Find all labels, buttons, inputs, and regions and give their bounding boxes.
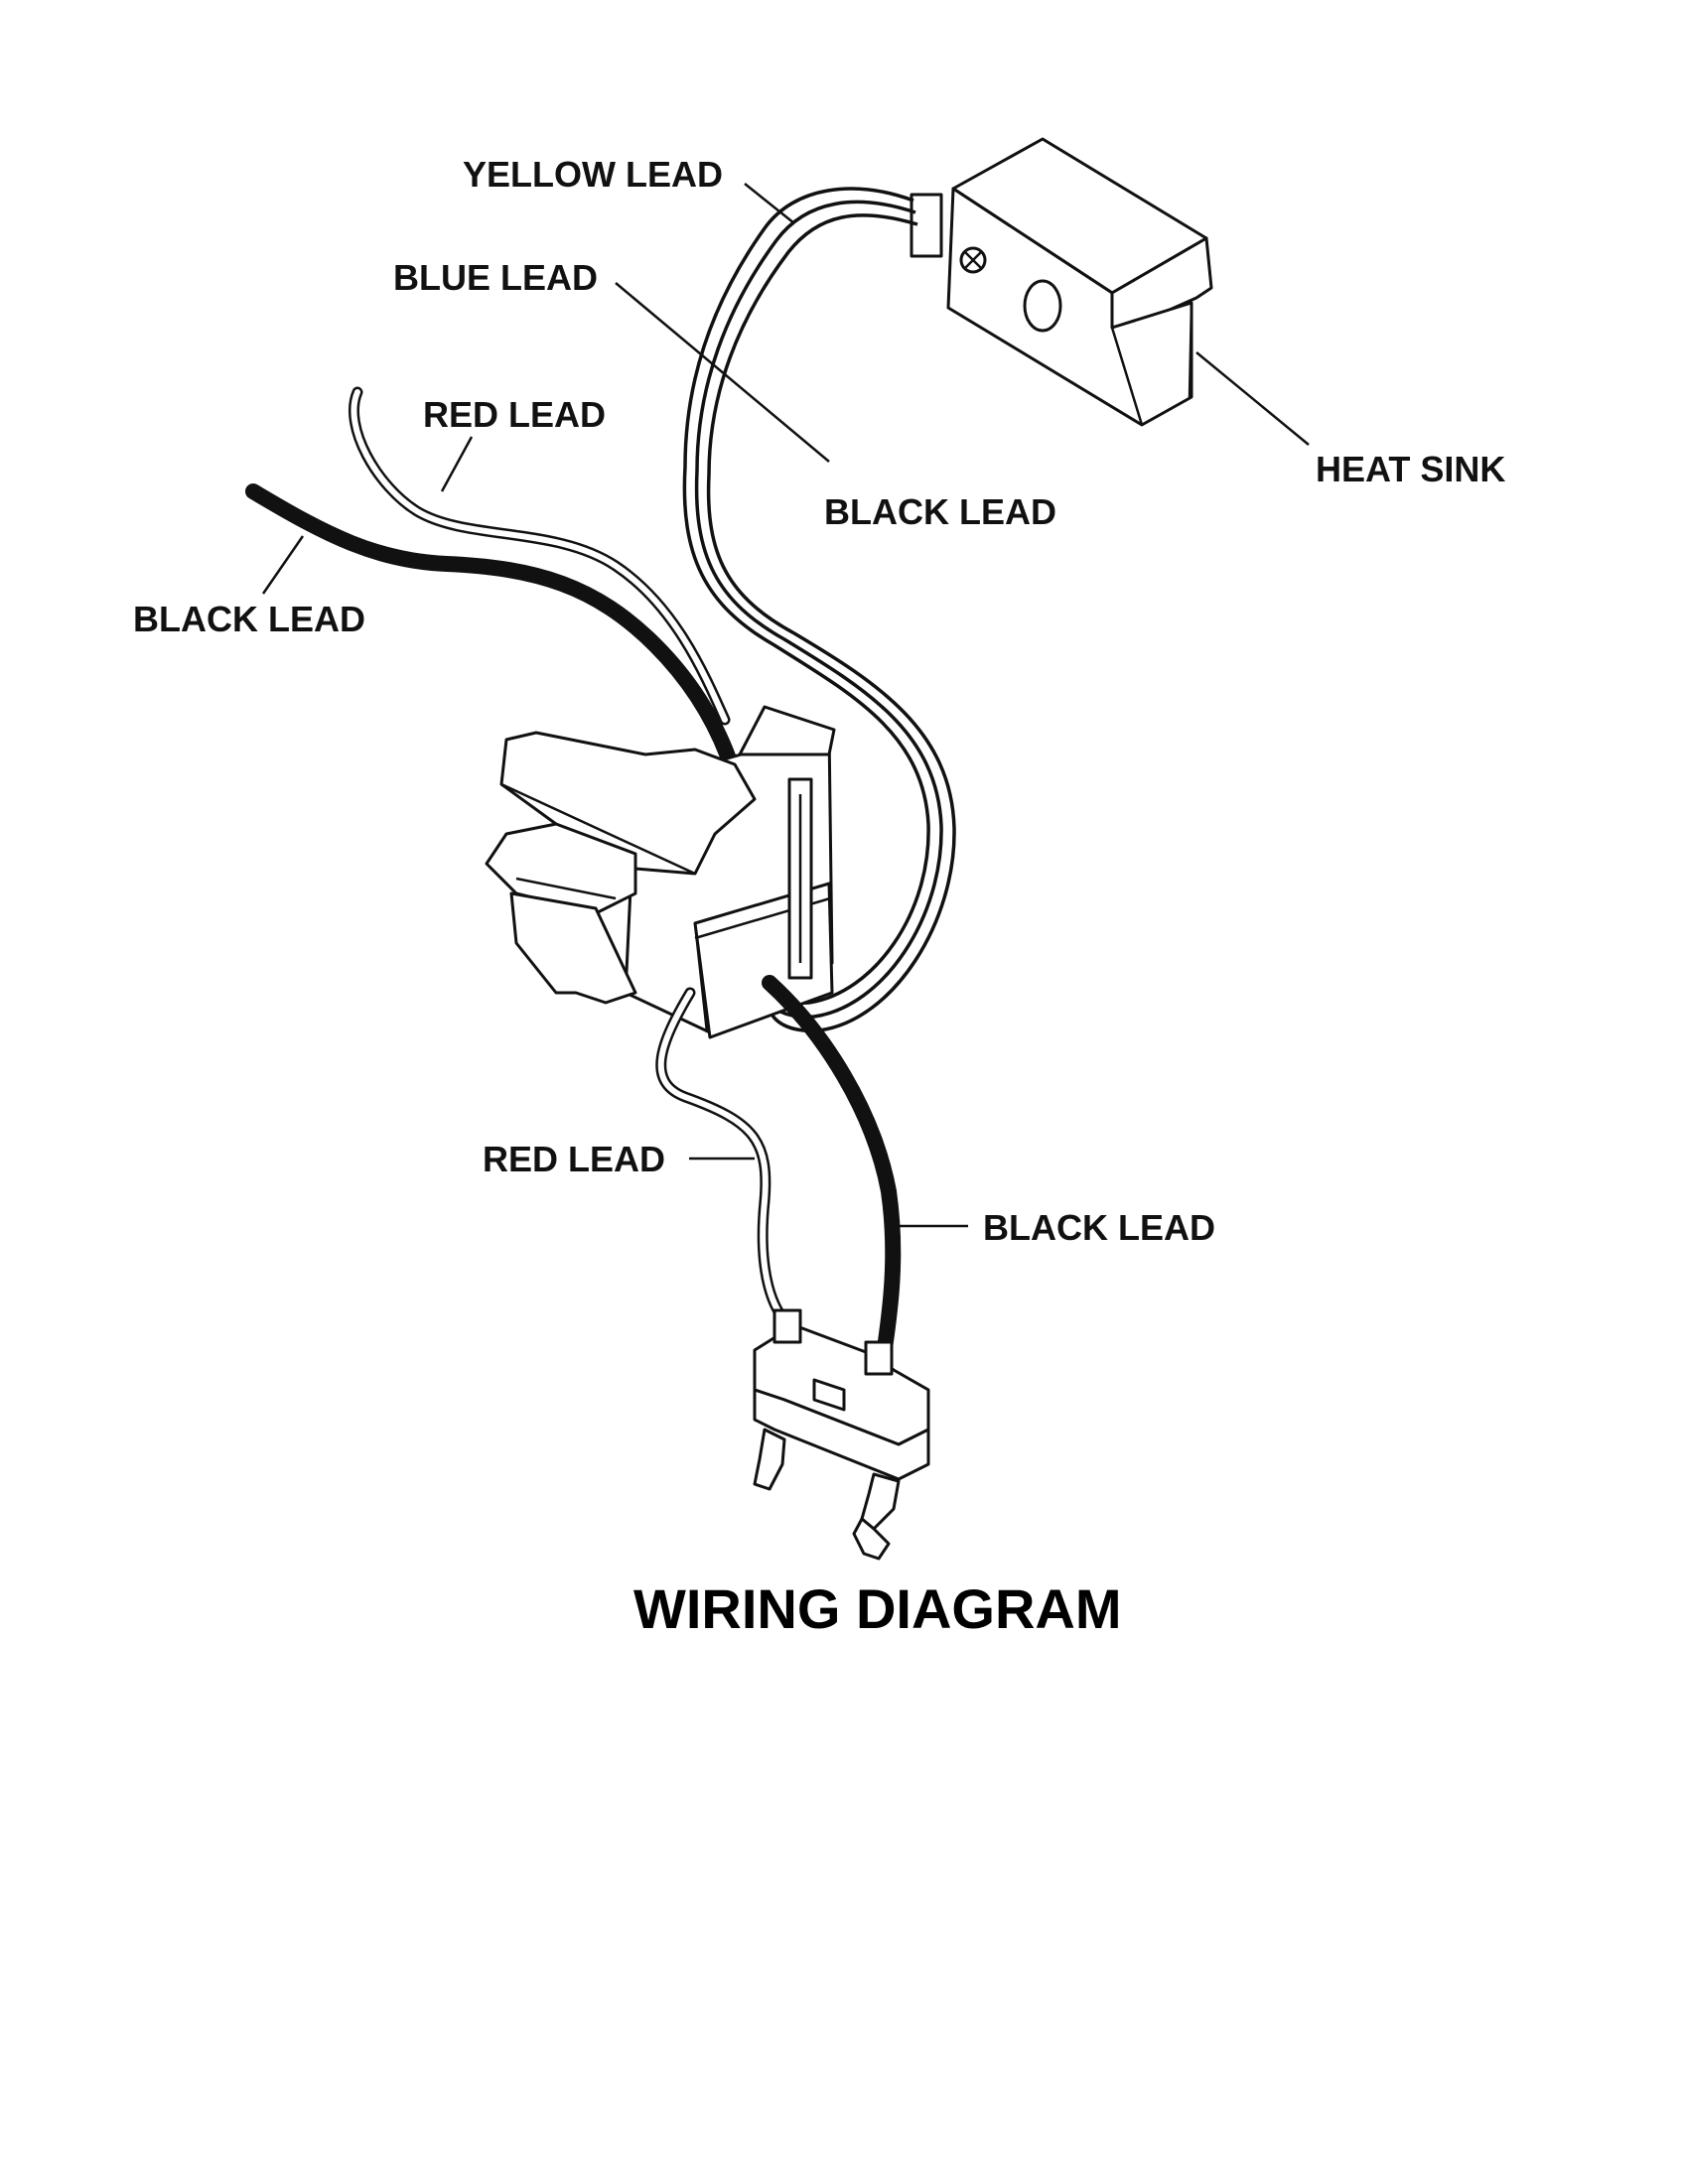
terminal-block — [753, 1308, 930, 1561]
label-black-lead-bottom: BLACK LEAD — [983, 1207, 1215, 1248]
leader-yellow-lead — [744, 183, 795, 224]
leader-heat-sink — [1195, 351, 1310, 446]
label-red-lead-top: RED LEAD — [423, 394, 606, 435]
leader-blue-black-lead — [615, 282, 830, 463]
red-lead-upper — [348, 386, 731, 726]
diagram-title: WIRING DIAGRAM — [633, 1577, 1122, 1640]
heat-sink — [910, 137, 1213, 427]
black-lead-upper — [245, 483, 748, 802]
label-red-lead-bottom: RED LEAD — [483, 1139, 665, 1179]
leader-black-lead-left — [261, 535, 305, 595]
trigger-switch — [485, 705, 836, 1039]
black-lead-lower — [762, 975, 902, 1363]
leader-lines — [261, 183, 1310, 1228]
label-black-lead-left: BLACK LEAD — [133, 599, 365, 639]
label-heat-sink: HEAT SINK — [1316, 449, 1505, 489]
heat-sink-lead-bundle — [682, 187, 956, 1032]
label-blue-lead: BLUE LEAD — [393, 257, 598, 298]
leader-red-lead-top — [440, 436, 474, 492]
red-lead-lower — [655, 987, 790, 1326]
label-yellow-lead: YELLOW LEAD — [463, 154, 723, 195]
label-black-lead-mid: BLACK LEAD — [824, 491, 1056, 532]
